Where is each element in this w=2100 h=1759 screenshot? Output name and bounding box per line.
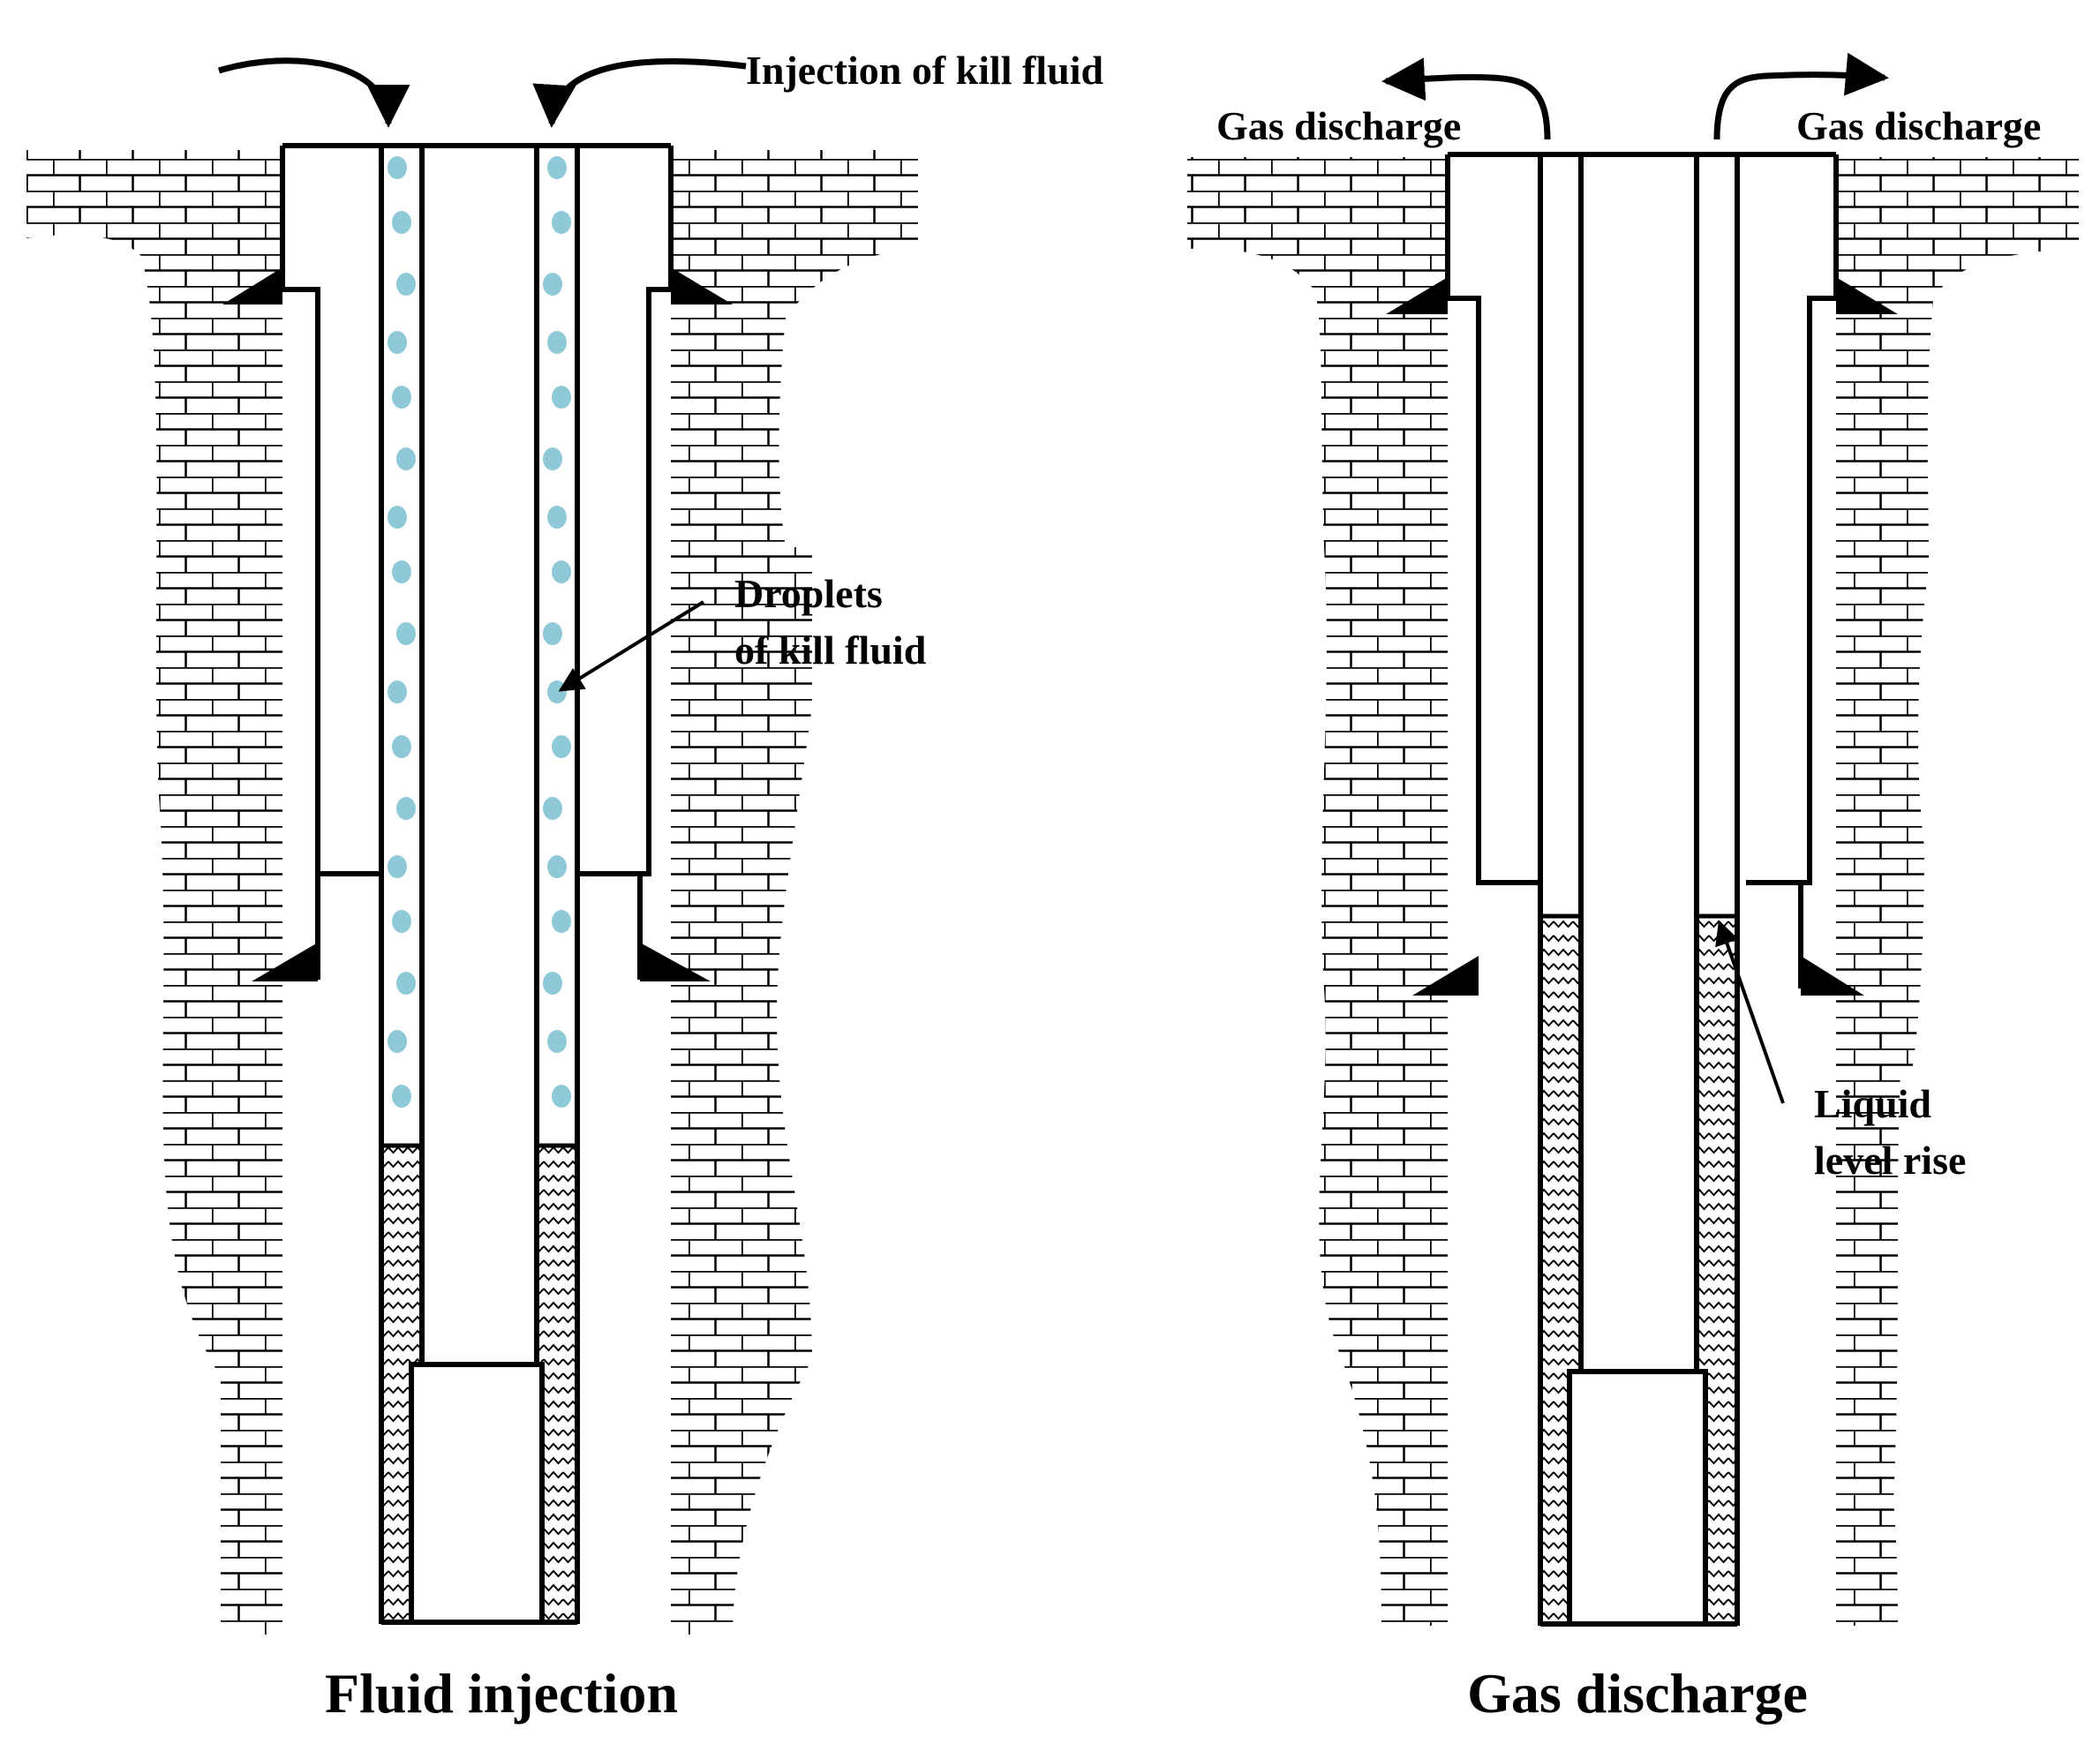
gas-discharge-label-right: Gas discharge bbox=[1796, 103, 2041, 148]
droplet bbox=[552, 910, 571, 933]
droplet bbox=[547, 1030, 567, 1053]
droplet bbox=[552, 1085, 571, 1108]
casing-right bbox=[1746, 154, 1839, 885]
formation-right-side bbox=[671, 150, 918, 706]
droplet bbox=[392, 386, 411, 409]
droplets-label-line2: of kill fluid bbox=[734, 628, 927, 673]
casing-left bbox=[1445, 154, 1540, 885]
casing-shoe bbox=[1412, 956, 1479, 996]
droplet bbox=[396, 972, 416, 995]
casing-shoe bbox=[252, 943, 318, 981]
droplet bbox=[547, 506, 567, 529]
casing-shoe bbox=[1801, 956, 1864, 996]
droplet bbox=[543, 273, 562, 296]
downhole-tool-right bbox=[1567, 1369, 1708, 1627]
droplet bbox=[547, 855, 567, 878]
panel-title-gas-discharge: Gas discharge bbox=[1467, 1662, 1808, 1725]
droplet bbox=[543, 797, 562, 820]
downhole-tool-left bbox=[409, 1362, 545, 1625]
droplets-pointer-arrow bbox=[558, 600, 705, 692]
formation-right-side bbox=[1836, 157, 2079, 1077]
liquid-level-label-line1: Liquid bbox=[1814, 1081, 1931, 1126]
liquid-level-label-line2: level rise bbox=[1814, 1138, 1966, 1183]
formation-left-side bbox=[26, 150, 282, 1635]
casing-shoe bbox=[1386, 277, 1448, 314]
kill-fluid-droplets bbox=[388, 156, 571, 1108]
casing-shoe bbox=[222, 267, 282, 304]
droplet bbox=[552, 735, 571, 758]
droplet bbox=[396, 273, 416, 296]
droplet bbox=[392, 211, 411, 234]
droplet bbox=[392, 735, 411, 758]
injection-label: Injection of kill fluid bbox=[746, 48, 1104, 93]
droplet bbox=[543, 622, 562, 645]
droplet bbox=[543, 447, 562, 470]
droplet bbox=[388, 680, 407, 703]
droplet bbox=[552, 386, 571, 409]
droplet bbox=[396, 447, 416, 470]
droplet bbox=[392, 910, 411, 933]
droplets-label-line1: Droplets bbox=[734, 571, 883, 616]
casing-shoe bbox=[640, 943, 711, 981]
droplet bbox=[392, 1085, 411, 1108]
liquid-level-pointer-arrow bbox=[1715, 920, 1785, 1104]
droplet bbox=[388, 506, 407, 529]
gas-discharge-arrow-left bbox=[1381, 57, 1551, 140]
droplet bbox=[552, 211, 571, 234]
panel-fluid-injection: Injection of kill fluid Droplets of kill… bbox=[26, 48, 1104, 1725]
formation-left-side bbox=[1187, 157, 1448, 1626]
droplet bbox=[396, 622, 416, 645]
panel-title-fluid-injection: Fluid injection bbox=[325, 1662, 678, 1725]
gas-discharge-label-left: Gas discharge bbox=[1216, 103, 1461, 148]
droplet bbox=[543, 972, 562, 995]
gas-discharge-arrow-right bbox=[1713, 52, 1889, 140]
casing-shoe bbox=[1836, 277, 1898, 314]
droplet bbox=[547, 331, 567, 354]
droplet bbox=[547, 680, 567, 703]
panel-gas-discharge: Gas discharge Gas discharge Liquid level… bbox=[1187, 52, 2079, 1725]
casing-left bbox=[280, 146, 380, 876]
droplet bbox=[547, 156, 567, 179]
droplet bbox=[396, 797, 416, 820]
droplet bbox=[388, 855, 407, 878]
casing-shoe bbox=[671, 267, 733, 304]
droplet bbox=[388, 156, 407, 179]
droplet bbox=[388, 1030, 407, 1053]
injection-arrow-right bbox=[532, 58, 747, 128]
casing-right bbox=[578, 146, 674, 876]
droplet bbox=[392, 560, 411, 583]
droplet bbox=[552, 560, 571, 583]
injection-arrow-left bbox=[217, 57, 410, 128]
droplet bbox=[388, 331, 407, 354]
